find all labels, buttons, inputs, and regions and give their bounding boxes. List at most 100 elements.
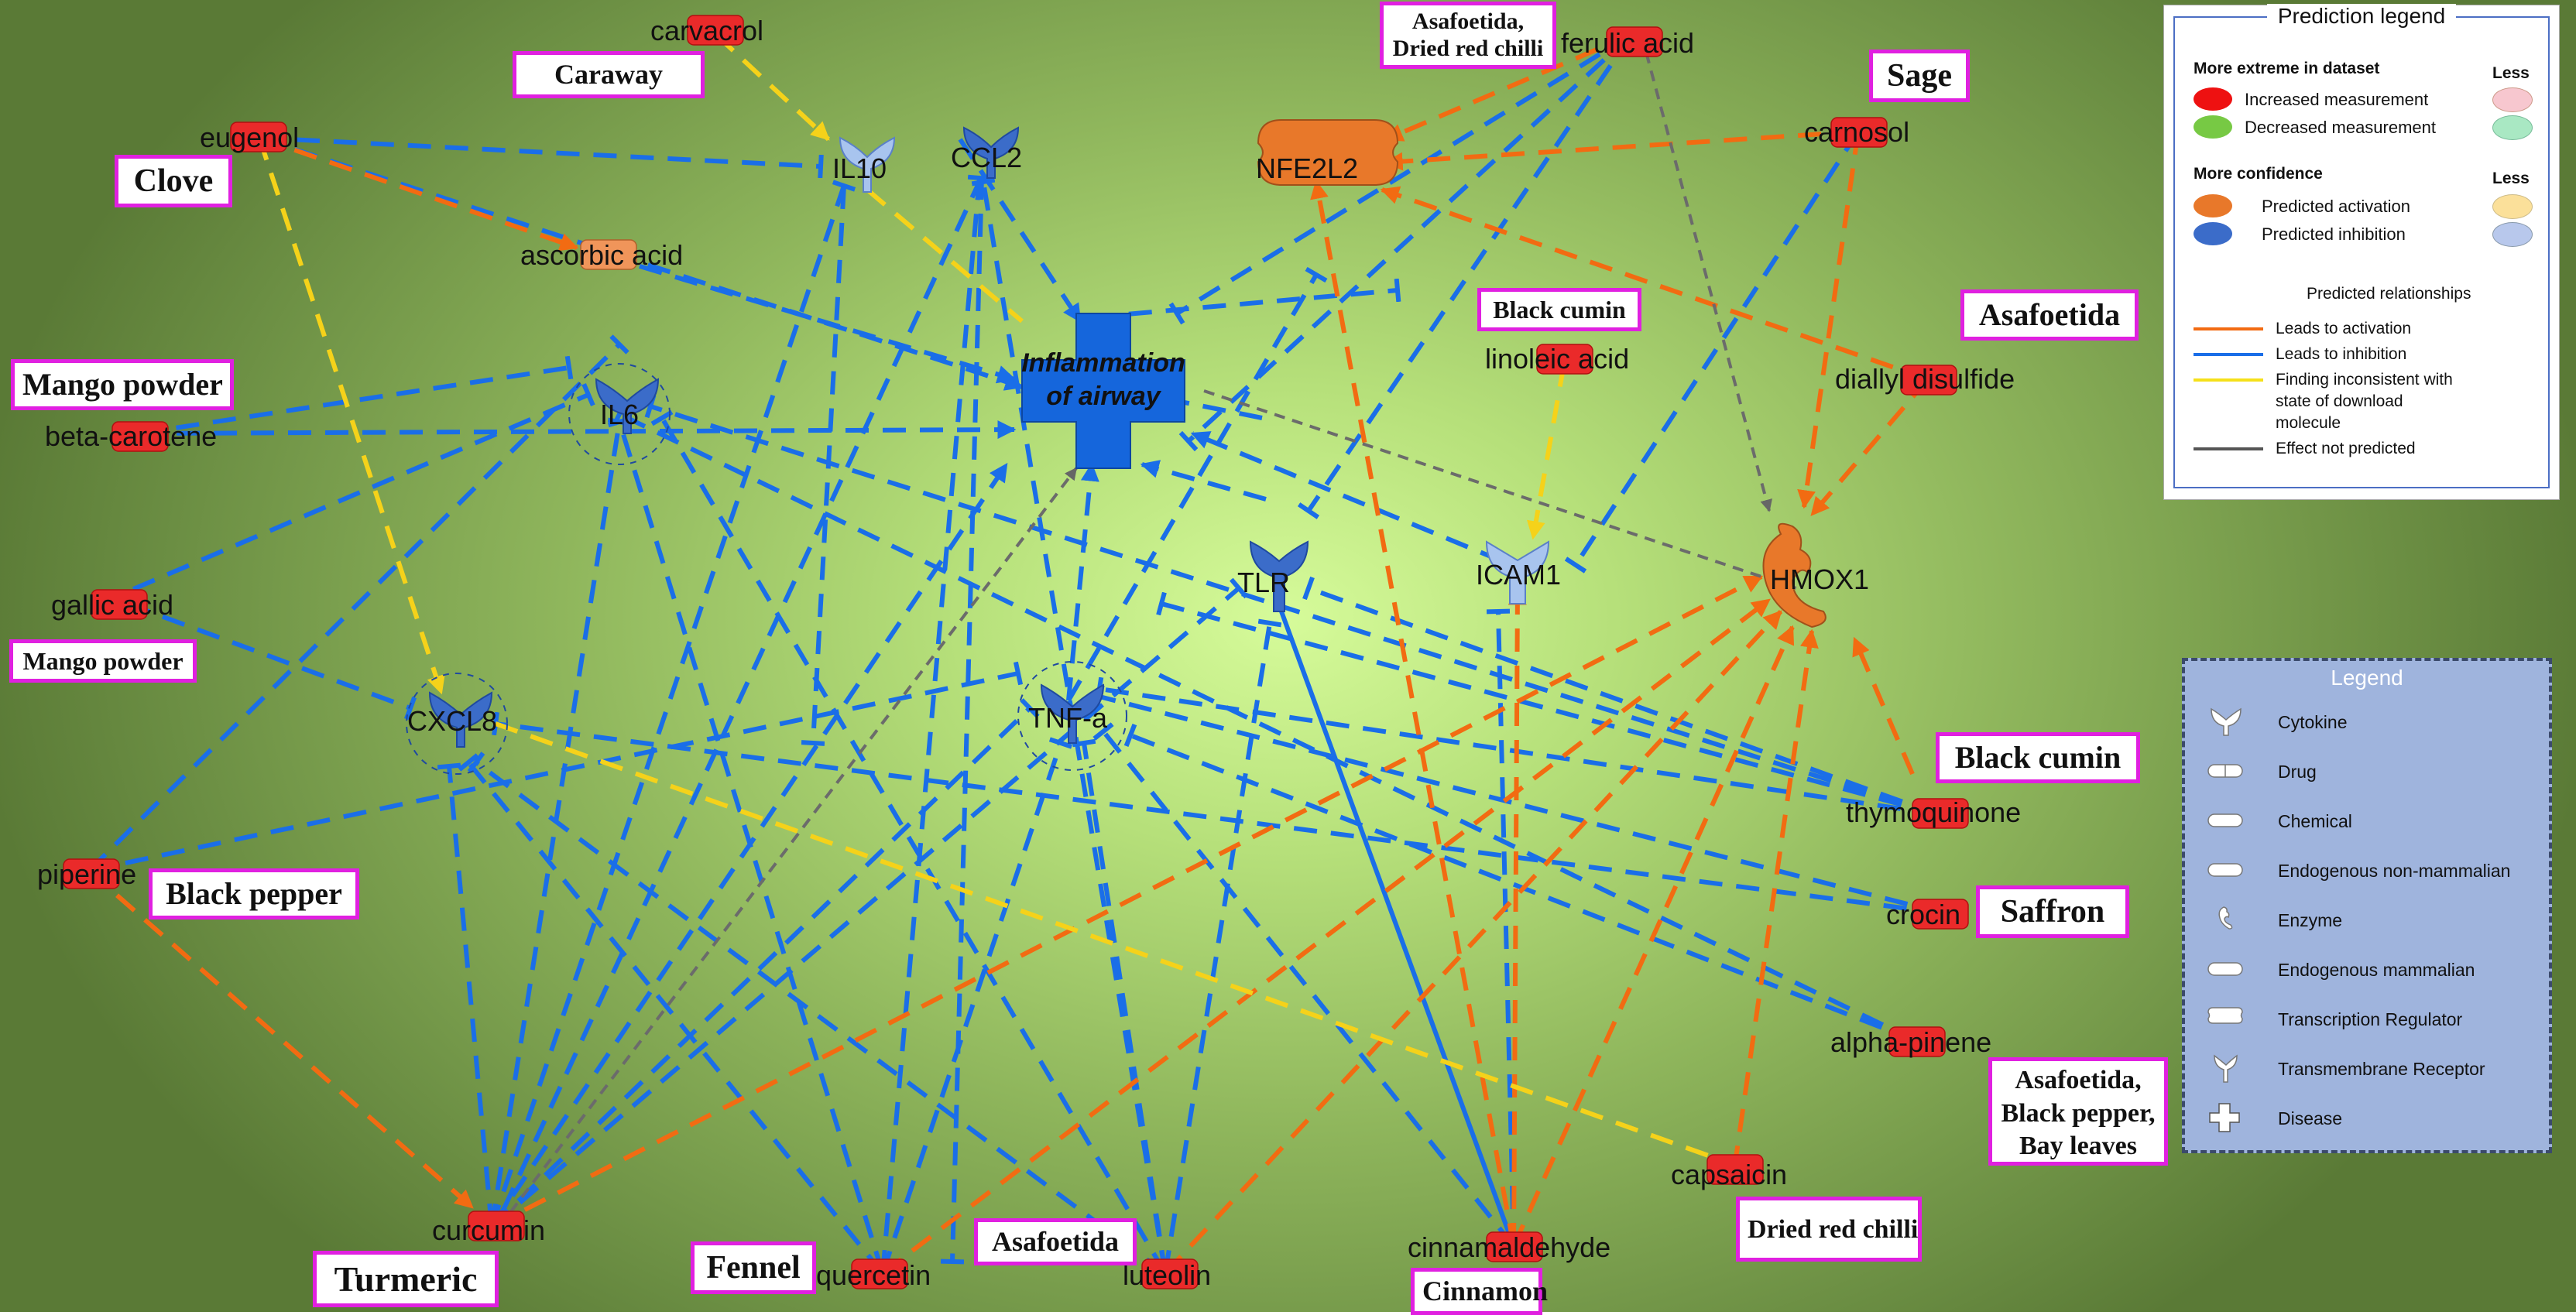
spice-multi-line-2: Black pepper, <box>2001 1098 2156 1128</box>
spice-mango-powder-bottom: Mango powder <box>9 639 197 683</box>
spice-sage: Sage <box>1869 50 1970 103</box>
eugenol-label: eugenol <box>200 122 300 153</box>
cytokine-il10-node <box>839 136 896 193</box>
chemical-alpha-pinene-node <box>1888 1026 1946 1057</box>
spice-mango-powder-top: Mango powder <box>11 359 234 410</box>
increased-label: Increased measurement <box>2245 90 2429 109</box>
more-extreme-heading: More extreme in dataset <box>2194 60 2380 77</box>
legend-cytokine-label: Cytokine <box>2278 712 2348 732</box>
carvacrol-label: carvacrol <box>650 15 764 46</box>
tnfa-label: TNF-a <box>1028 702 1107 734</box>
decreased-less-oval <box>2492 115 2533 140</box>
prediction-legend-title-wrap: Prediction legend <box>2175 4 2548 29</box>
spice-asafoetida-black-pepper-bay-leaves: Asafoetida, Black pepper, Bay leaves <box>1988 1057 2168 1166</box>
tlr-label: TLR <box>1237 567 1291 598</box>
hmox1-label: HMOX1 <box>1770 563 1870 595</box>
shape-legend: Legend Cytokine Drug Chemical Endogenous… <box>2182 658 2552 1153</box>
linoleic-acid-label: linoleic acid <box>1485 343 1630 375</box>
cinnamaldehyde-label: cinnamaldehyde <box>1408 1231 1611 1263</box>
not-predicted-line-swatch <box>2194 447 2263 450</box>
spice-dried-red-chilli: Dried red chilli <box>1736 1197 1922 1262</box>
inconsistent-label-3: molecule <box>2276 414 2341 432</box>
chemical-eugenol-node <box>230 122 287 152</box>
node-glyphs <box>63 15 1969 1289</box>
endogenous-non-mammalian-icon <box>2207 863 2243 877</box>
icam1-label: ICAM1 <box>1476 559 1562 591</box>
carnosol-label: carnosol <box>1804 116 1910 148</box>
inhibition-less-oval <box>2492 222 2533 247</box>
chemical-carvacrol-node <box>687 15 744 46</box>
alpha-pinene-label: alpha-pinene <box>1830 1026 1992 1058</box>
legend-endogenous-non-mammalian-label: Endogenous non-mammalian <box>2278 861 2511 881</box>
transcription-regulator-nfe2l2-node <box>1257 119 1399 186</box>
inconsistent-label-1: Finding inconsistent with <box>2276 371 2453 389</box>
transcription-regulator-icon <box>2207 1007 2243 1024</box>
spice-turmeric: Turmeric <box>313 1251 499 1308</box>
transmembrane-receptor-icon <box>2214 1054 2238 1083</box>
endogenous-mammalian-icon <box>2207 962 2243 976</box>
spice-black-cumin-right: Black cumin <box>1936 732 2140 783</box>
inconsistent-label-2: state of download <box>2276 392 2403 410</box>
quercetin-label: quercetin <box>816 1259 931 1291</box>
enzyme-icon <box>2218 906 2233 930</box>
not-predicted-edges <box>498 34 1797 1228</box>
spice-saffron: Saffron <box>1976 885 2129 939</box>
spice-clove: Clove <box>115 155 232 208</box>
disease-cross-icon <box>2209 1103 2240 1132</box>
spice-caraway: Caraway <box>513 51 705 99</box>
chemical-beta-carotene-node <box>111 421 169 452</box>
prediction-legend: Prediction legend More extreme in datase… <box>2163 4 2560 500</box>
chemical-gallic-acid-node <box>91 589 148 620</box>
diallyl-disulfide-label: diallyl disulfide <box>1835 363 2015 395</box>
spice-asafoetida-dried-red-chilli: Asafoetida, Dried red chilli <box>1380 2 1556 69</box>
disease-cross-node <box>1021 313 1185 469</box>
chemical-thymoquinone-node <box>1912 798 1969 829</box>
cytokine-ccl2-node <box>962 126 1020 179</box>
more-confidence-heading: More confidence <box>2194 165 2323 183</box>
beta-carotene-label: beta-carotene <box>45 420 218 452</box>
chemical-piperine-node <box>63 858 120 889</box>
capsaicin-label: capsaicin <box>1671 1159 1788 1190</box>
shape-legend-title: Legend <box>2331 666 2403 690</box>
cytokine-icon <box>2211 707 2242 736</box>
legend-transcription-regulator-label: Transcription Regulator <box>2278 1009 2463 1029</box>
activation-oval <box>2194 194 2232 217</box>
cytokine-cxcl8-node <box>428 691 493 748</box>
chemical-carnosol-node <box>1830 117 1888 148</box>
leads-activation-label: Leads to activation <box>2276 320 2412 337</box>
inhibition-edges <box>87 33 1944 1276</box>
decreased-label: Decreased measurement <box>2245 118 2437 137</box>
chemical-curcumin-node <box>468 1211 525 1241</box>
chemical-linoleic-acid-node <box>1536 344 1593 375</box>
activation-edges <box>87 33 1930 1276</box>
chemical-icon <box>2207 813 2243 827</box>
ccl2-label: CCL2 <box>951 142 1023 173</box>
activation-line-swatch <box>2194 327 2263 330</box>
legend-endogenous-mammalian-label: Endogenous mammalian <box>2278 960 2475 980</box>
activation-label: Predicted activation <box>2262 197 2410 216</box>
spice-asafoetida-bottom: Asafoetida <box>974 1218 1137 1266</box>
solid-inhibition-edge <box>1279 610 1516 1248</box>
receptor-tlr-node <box>1249 540 1309 612</box>
spice-fennel: Fennel <box>691 1241 816 1295</box>
chemical-luteolin-node <box>1141 1258 1199 1289</box>
inconsistent-line-swatch <box>2194 378 2263 382</box>
spice-multi-line-1: Asafoetida, <box>2015 1066 2142 1094</box>
spice-dried-red-chilli-line: Dried red chilli <box>1392 35 1544 61</box>
chemical-ferulic-acid-node <box>1606 26 1663 57</box>
spice-multi-line-3: Bay leaves <box>2019 1132 2138 1160</box>
increased-less-oval <box>2492 87 2533 112</box>
inconsistent-edges <box>257 33 1736 1167</box>
gallic-acid-label: gallic acid <box>51 589 174 621</box>
drug-icon <box>2207 764 2243 778</box>
less-heading-2: Less <box>2492 170 2530 187</box>
prediction-legend-frame: Prediction legend More extreme in datase… <box>2173 4 2550 488</box>
crocin-label: crocin <box>1886 899 1961 930</box>
curcumin-label: curcumin <box>432 1214 546 1246</box>
piperine-label: piperine <box>37 858 137 890</box>
spice-black-pepper: Black pepper <box>149 868 359 919</box>
legend-transmembrane-receptor-label: Transmembrane Receptor <box>2278 1059 2485 1079</box>
ascorbic-acid-label: ascorbic acid <box>520 239 684 271</box>
il6-label: IL6 <box>600 399 640 430</box>
